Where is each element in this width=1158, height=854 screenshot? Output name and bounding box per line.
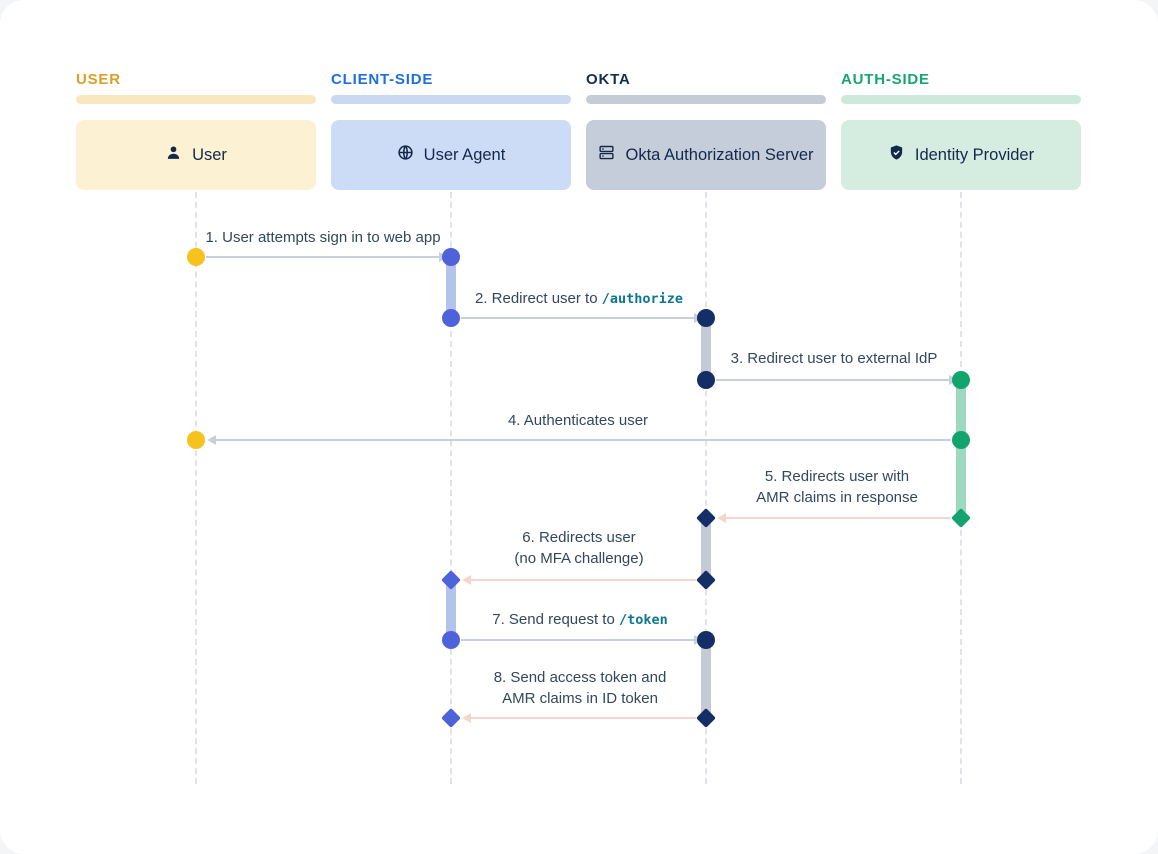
actor-card-label: Identity Provider xyxy=(914,145,1035,164)
step-1-label: 1. User attempts sign in to web app xyxy=(205,229,441,246)
step-6-label: 6. Redirects user (no MFA challenge) xyxy=(514,529,644,567)
activation-okta-1 xyxy=(701,312,711,386)
step-2-code: /authorize xyxy=(601,291,684,307)
step-7-label: 7. Send request to /token xyxy=(492,611,668,628)
step-5-end-marker xyxy=(696,508,716,528)
step-3-label: 3. Redirect user to external IdP xyxy=(730,350,938,367)
step-5-arrowhead-icon xyxy=(717,513,726,523)
lane-header-user: USER xyxy=(76,71,121,88)
step-2-arrow-line xyxy=(461,317,694,319)
server-icon xyxy=(598,144,615,166)
step-1-end-marker xyxy=(442,248,460,266)
step-8-arrowhead-icon xyxy=(462,713,471,723)
actor-card-okta-server: Okta Authorization Server xyxy=(586,120,826,190)
step-2-end-marker xyxy=(697,309,715,327)
lifeline-user xyxy=(195,192,197,784)
step-6-arrowhead-icon xyxy=(462,575,471,585)
lifeline-client xyxy=(450,192,452,784)
step-6-start-marker xyxy=(696,570,716,590)
step-2-label: 2. Redirect user to /authorize xyxy=(474,290,684,307)
lane-bar-okta xyxy=(586,95,826,104)
step-4-end-marker xyxy=(187,431,205,449)
lane-bar-user xyxy=(76,95,316,104)
step-6-end-marker xyxy=(441,570,461,590)
step-3-start-marker xyxy=(697,371,715,389)
lane-header-auth: AUTH-SIDE xyxy=(841,71,930,88)
lane-header-client: CLIENT-SIDE xyxy=(331,71,434,88)
step-3-arrow-line xyxy=(716,379,949,381)
lifeline-okta xyxy=(705,192,707,784)
step-1-arrow-line xyxy=(206,256,439,258)
actor-card-label: User Agent xyxy=(423,145,506,164)
lane-bar-client xyxy=(331,95,571,104)
step-7-code: /token xyxy=(618,612,668,628)
activation-user-agent-2 xyxy=(446,574,456,646)
step-5-label: 5. Redirects user with AMR claims in res… xyxy=(756,468,918,506)
step-2-start-marker xyxy=(442,309,460,327)
step-4-arrowhead-icon xyxy=(207,435,216,445)
globe-icon xyxy=(397,144,414,166)
step-4-start-marker xyxy=(952,431,970,449)
step-8-start-marker xyxy=(696,708,716,728)
activation-okta-2 xyxy=(701,512,711,586)
lane-bar-auth xyxy=(841,95,1081,104)
step-3-end-marker xyxy=(952,371,970,389)
activation-user-agent-1 xyxy=(446,251,456,324)
user-icon xyxy=(165,144,182,166)
step-7-arrow-line xyxy=(461,639,694,641)
actor-card-identity-provider: Identity Provider xyxy=(841,120,1081,190)
activation-idp xyxy=(956,374,966,524)
actor-card-label: User xyxy=(192,145,227,164)
step-4-label: 4. Authenticates user xyxy=(507,412,649,429)
activation-okta-3 xyxy=(701,634,711,724)
step-5-start-marker xyxy=(951,508,971,528)
lane-header-okta: OKTA xyxy=(586,71,631,88)
step-5-arrow-line xyxy=(725,517,951,519)
step-6-arrow-line xyxy=(470,579,696,581)
step-7-start-marker xyxy=(442,631,460,649)
shield-icon xyxy=(888,144,905,166)
step-8-label: 8. Send access token and AMR claims in I… xyxy=(493,669,667,707)
actor-card-user-agent: User Agent xyxy=(331,120,571,190)
actor-card-user: User xyxy=(76,120,316,190)
step-4-arrow-line xyxy=(215,439,951,441)
step-8-arrow-line xyxy=(470,717,696,719)
step-1-start-marker xyxy=(187,248,205,266)
actor-card-label: Okta Authorization Server xyxy=(625,145,814,164)
step-8-end-marker xyxy=(441,708,461,728)
step-7-end-marker xyxy=(697,631,715,649)
